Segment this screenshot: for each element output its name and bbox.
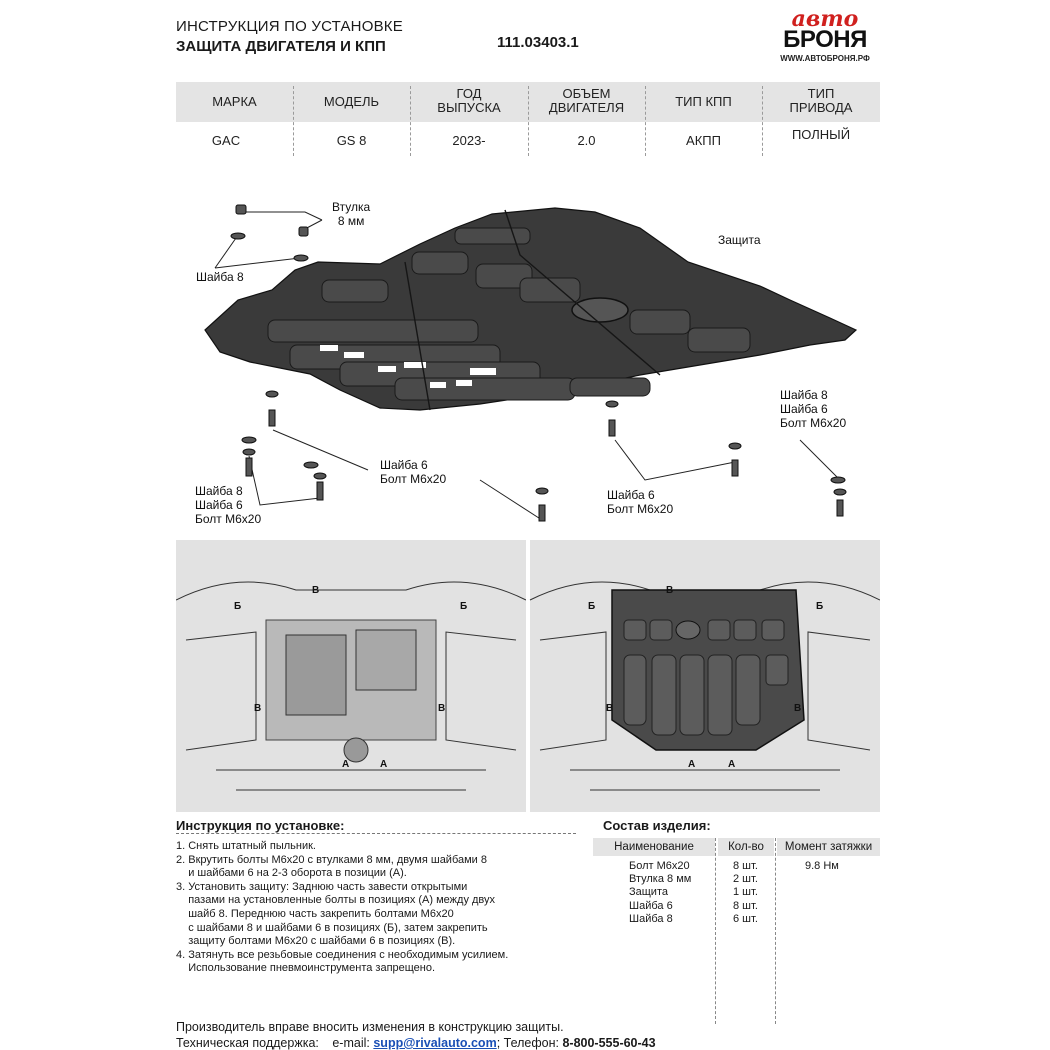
doc-title-line1: ИНСТРУКЦИЯ ПО УСТАНОВКЕ (176, 18, 403, 35)
spec-value-gearbox: АКПП (686, 133, 721, 148)
footer-note: Производитель вправе вносить изменения в… (176, 1020, 564, 1034)
photo-before (175, 540, 527, 812)
composition-item-qty: 1 шт. (733, 886, 758, 899)
composition-item-qty: 6 шт. (733, 912, 758, 925)
composition-item-name: Втулка 8 мм (629, 873, 692, 886)
spec-value-brand: GAC (211, 133, 241, 148)
spec-header-brand: МАРКА (212, 94, 257, 109)
marker-v-right-top: В (666, 585, 674, 596)
instruction-line: 2. Вкрутить болты М6х20 с втулками 8 мм,… (176, 853, 487, 866)
exploded-guard-diagram (204, 204, 858, 522)
label-left-hardware: Шайба 8 Шайба 6 Болт М6х20 (195, 484, 262, 526)
composition-item-name: Защита (629, 886, 668, 899)
composition-table: Состав изделия: Наименование Кол-во Моме… (593, 818, 880, 1028)
marker-a-right-2: А (728, 759, 736, 770)
composition-item-qty: 8 шт. (733, 899, 758, 912)
composition-names: Болт М6х20 Втулка 8 мм Защита Шайба 6 Ша… (629, 860, 691, 926)
instructions-title: Инструкция по установке: (176, 818, 345, 833)
label-bushing: Втулка 8 мм (332, 200, 371, 228)
underbody-photos (175, 540, 881, 812)
composition-item-qty: 8 шт. (733, 860, 758, 872)
spec-value-drive: ПОЛНЫЙ (791, 127, 851, 142)
spec-value-model: GS 8 (336, 133, 367, 148)
marker-v-left-2: В (438, 703, 446, 714)
support-phone: 8-800-555-60-43 (562, 1036, 656, 1050)
marker-b-right-1: Б (588, 601, 596, 612)
spec-header-year: ГОД ВЫПУСКА (437, 86, 501, 115)
spec-value-engine: 2.0 (577, 133, 596, 148)
spec-header-engine: ОБЪЕМ ДВИГАТЕЛЯ (548, 86, 625, 115)
support-email-link[interactable]: supp@rivalauto.com (373, 1036, 497, 1050)
marker-v-left-1: В (254, 703, 262, 714)
instructions-list: 1. Снять штатный пыльник. 2. Вкрутить бо… (176, 840, 509, 976)
marker-a-left-2: А (380, 759, 388, 770)
composition-item-qty: 2 шт. (733, 873, 758, 886)
photo-after (529, 540, 881, 812)
brand-logo: авто БРОНЯ WWW.АВТОБРОНЯ.РФ (772, 6, 878, 66)
logo-site-text: WWW.АВТОБРОНЯ.РФ (780, 54, 870, 63)
label-guard: Защита (718, 233, 761, 247)
instruction-line: и шайбами 6 на 2-3 оборота в позиции (А)… (176, 867, 407, 880)
label-washer8: Шайба 8 (196, 270, 244, 284)
spec-header-model: МОДЕЛЬ (323, 94, 380, 109)
marker-a-right-1: А (688, 759, 696, 770)
phone-label: ; Телефон: (496, 1036, 559, 1050)
instruction-line: 3. Установить защиту: Заднюю часть завес… (176, 880, 468, 893)
composition-title: Состав изделия: (603, 818, 711, 833)
marker-b-left-2: Б (460, 601, 468, 612)
composition-quantities: 8 шт. 2 шт. 1 шт. 8 шт. 6 шт. (733, 860, 758, 926)
composition-col-name: Наименование (593, 838, 715, 856)
composition-item-name: Шайба 6 (629, 899, 673, 912)
label-right-mid-hardware: Шайба 6 Болт М6х20 (607, 488, 674, 516)
marker-b-right-2: Б (816, 601, 824, 612)
instruction-line: 1. Снять штатный пыльник. (176, 840, 316, 852)
composition-col-torque: Момент затяжки (777, 838, 880, 856)
logo-avto-text: авто (791, 6, 859, 32)
vehicle-spec-table: МАРКА МОДЕЛЬ ГОД ВЫПУСКА ОБЪЕМ ДВИГАТЕЛЯ… (176, 82, 880, 160)
marker-v-right-1: В (606, 703, 614, 714)
instruction-line: с шайбами 8 и шайбами 6 в позициях (Б), … (176, 921, 488, 934)
installation-photos: В Б Б В В А А В Б Б В В А А (175, 540, 881, 812)
instructions-divider (176, 833, 576, 834)
instruction-line: пазами на установленные болты в позициях… (176, 894, 496, 907)
instruction-line: шайб 8. Переднюю часть закрепить болтами… (176, 907, 454, 920)
doc-title-line2: ЗАЩИТА ДВИГАТЕЛЯ И КПП (176, 38, 386, 55)
label-mid-hardware: Шайба 6 Болт М6х20 (380, 458, 447, 486)
composition-item-name: Шайба 8 (629, 912, 673, 925)
instruction-line: защиту болтами М6х20 с шайбами 6 в позиц… (176, 935, 456, 948)
composition-torque-value: 9.8 Нм (805, 860, 839, 872)
instruction-line: 4. Затянуть все резьбовые соединения с н… (176, 948, 509, 961)
footer-support: Техническая поддержка: e-mail: supp@riva… (176, 1036, 656, 1050)
spec-value-year: 2023- (452, 133, 486, 148)
marker-a-left-1: А (342, 759, 350, 770)
spec-header-gearbox: ТИП КПП (675, 94, 732, 109)
instruction-line: Использование пневмоинструмента запрещен… (176, 962, 436, 975)
composition-item-name: Болт М6х20 (629, 860, 690, 872)
email-label: e-mail: (332, 1036, 370, 1050)
label-right-hardware: Шайба 8 Шайба 6 Болт М6х20 (780, 388, 847, 430)
marker-v-right-2: В (794, 703, 802, 714)
logo-bronya-text: БРОНЯ (783, 26, 867, 53)
article-number: 111.03403.1 (497, 34, 579, 51)
composition-col-qty: Кол-во (718, 838, 774, 856)
marker-v-left-top: В (312, 585, 320, 596)
support-label: Техническая поддержка: (176, 1036, 319, 1050)
spec-header-drive: ТИП ПРИВОДА (789, 86, 853, 115)
marker-b-left-1: Б (234, 601, 242, 612)
